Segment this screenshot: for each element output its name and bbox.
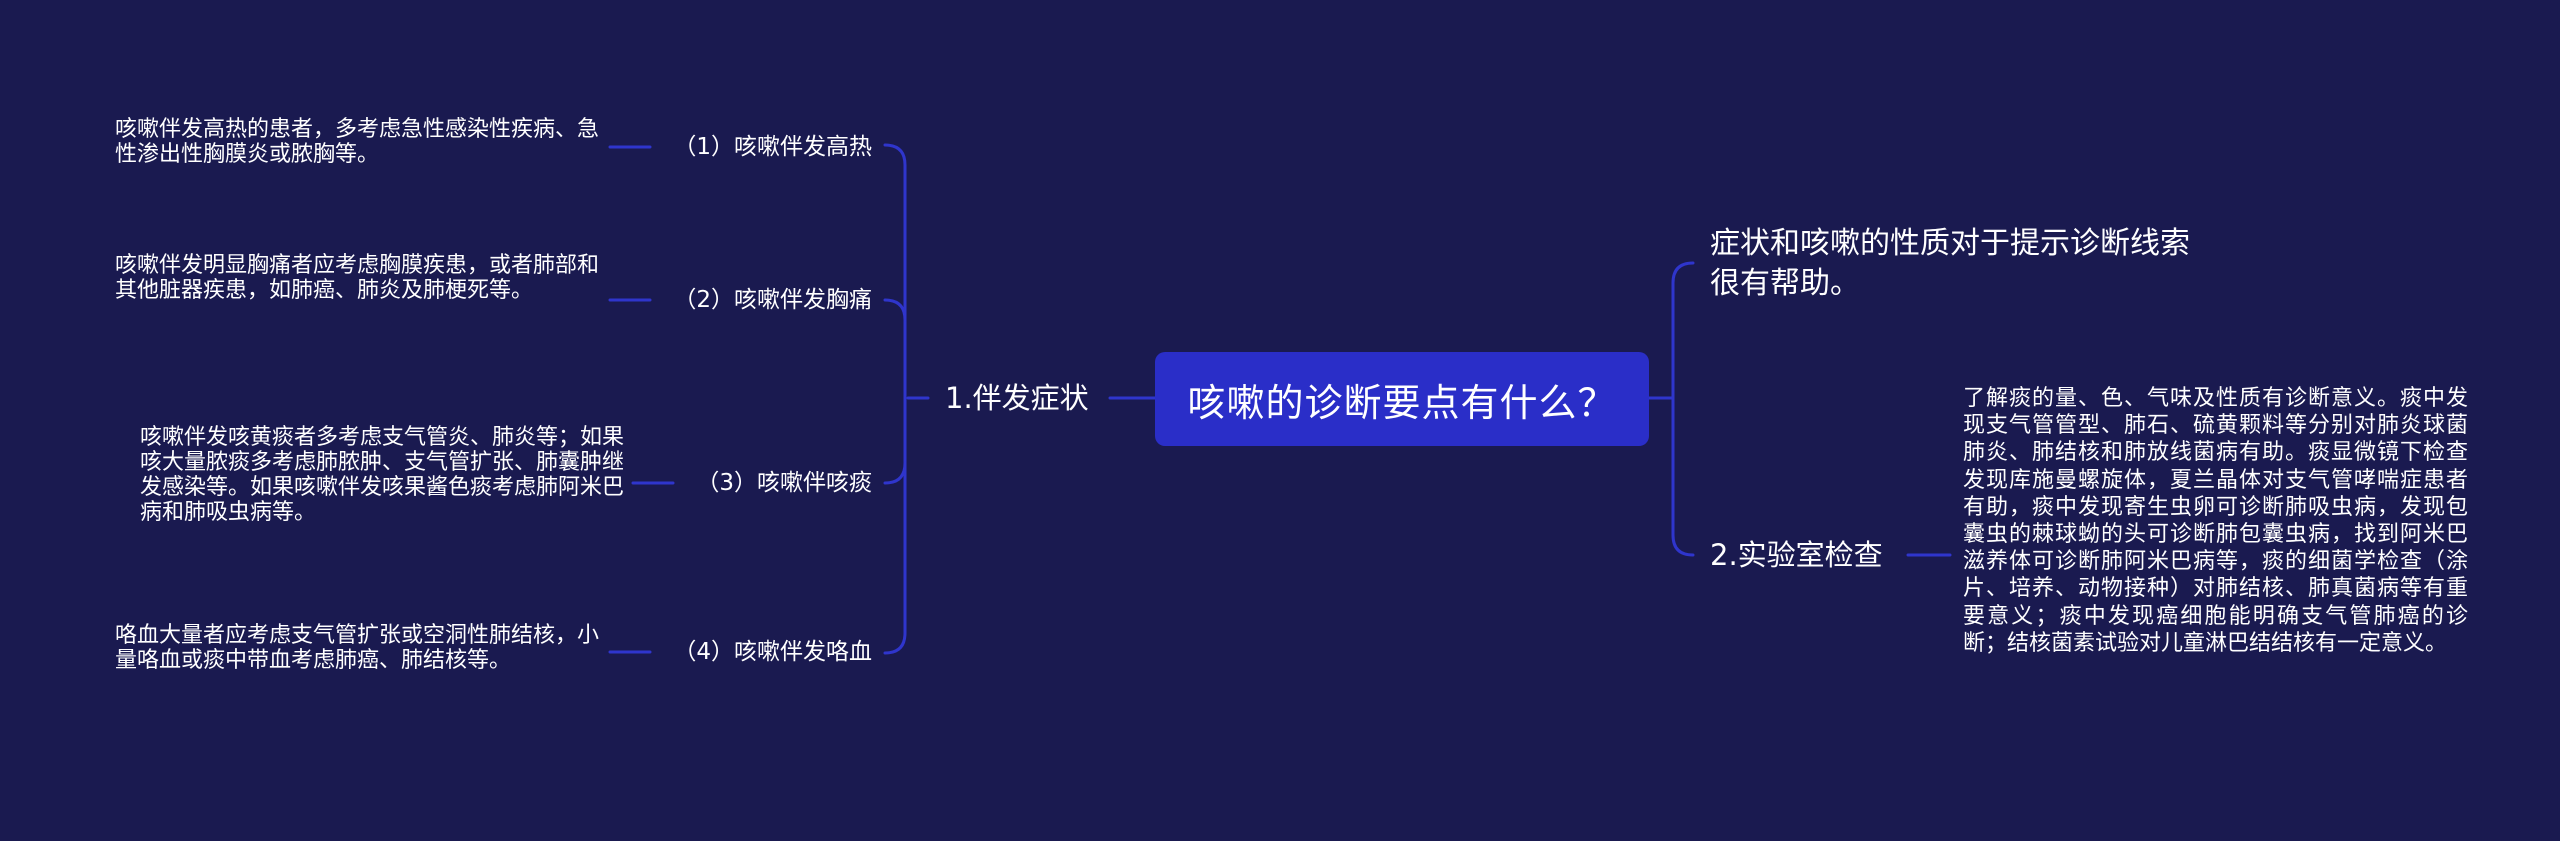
sub-node-hemoptysis[interactable]: （4）咳嗽伴发咯血 xyxy=(673,637,872,667)
sub-node-label: （2）咳嗽伴发胸痛 xyxy=(673,287,872,313)
detail-lab-tests: 了解痰的量、色、气味及性质有诊断意义。痰中发现支气管管型、肺石、硫黄颗料等分别对… xyxy=(1963,385,2468,657)
sub-node-label: （1）咳嗽伴发高热 xyxy=(673,134,872,160)
branch-label: 2.实验室检查 xyxy=(1710,538,1883,572)
detail-chest-pain: 咳嗽伴发明显胸痛者应考虑胸膜疾患，或者肺部和其他脏器疾患，如肺癌、肺炎及肺梗死等… xyxy=(115,253,607,303)
branch-label: 1.伴发症状 xyxy=(945,381,1089,415)
sub-node-sputum[interactable]: （3）咳嗽伴咳痰 xyxy=(696,468,872,498)
sub-node-high-fever[interactable]: （1）咳嗽伴发高热 xyxy=(673,132,872,162)
branch-accompanying-symptoms[interactable]: 1.伴发症状 xyxy=(945,378,1089,418)
detail-text: 咯血大量者应考虑支气管扩张或空洞性肺结核，小量咯血或痰中带血考虑肺癌、肺结核等。 xyxy=(115,623,600,673)
note-symptom-nature[interactable]: 症状和咳嗽的性质对于提示诊断线索很有帮助。 xyxy=(1710,224,2190,304)
detail-text: 了解痰的量、色、气味及性质有诊断意义。痰中发现支气管管型、肺石、硫黄颗料等分别对… xyxy=(1963,386,2468,656)
detail-high-fever: 咳嗽伴发高热的患者，多考虑急性感染性疾病、急性渗出性胸膜炎或脓胸等。 xyxy=(115,117,607,167)
detail-hemoptysis: 咯血大量者应考虑支气管扩张或空洞性肺结核，小量咯血或痰中带血考虑肺癌、肺结核等。 xyxy=(115,623,607,673)
sub-node-label: （3）咳嗽伴咳痰 xyxy=(696,470,872,496)
detail-sputum: 咳嗽伴发咳黄痰者多考虑支气管炎、肺炎等；如果咳大量脓痰多考虑肺脓肿、支气管扩张、… xyxy=(140,425,632,525)
root-node[interactable]: 咳嗽的诊断要点有什么？ xyxy=(1155,352,1649,446)
sub-node-chest-pain[interactable]: （2）咳嗽伴发胸痛 xyxy=(673,285,872,315)
root-label: 咳嗽的诊断要点有什么？ xyxy=(1187,380,1617,425)
branch-lab-tests[interactable]: 2.实验室检查 xyxy=(1710,535,1883,575)
note-text: 症状和咳嗽的性质对于提示诊断线索很有帮助。 xyxy=(1710,226,2190,301)
sub-node-label: （4）咳嗽伴发咯血 xyxy=(673,639,872,665)
detail-text: 咳嗽伴发明显胸痛者应考虑胸膜疾患，或者肺部和其他脏器疾患，如肺癌、肺炎及肺梗死等… xyxy=(115,253,600,303)
detail-text: 咳嗽伴发咳黄痰者多考虑支气管炎、肺炎等；如果咳大量脓痰多考虑肺脓肿、支气管扩张、… xyxy=(140,425,625,525)
detail-text: 咳嗽伴发高热的患者，多考虑急性感染性疾病、急性渗出性胸膜炎或脓胸等。 xyxy=(115,117,600,167)
